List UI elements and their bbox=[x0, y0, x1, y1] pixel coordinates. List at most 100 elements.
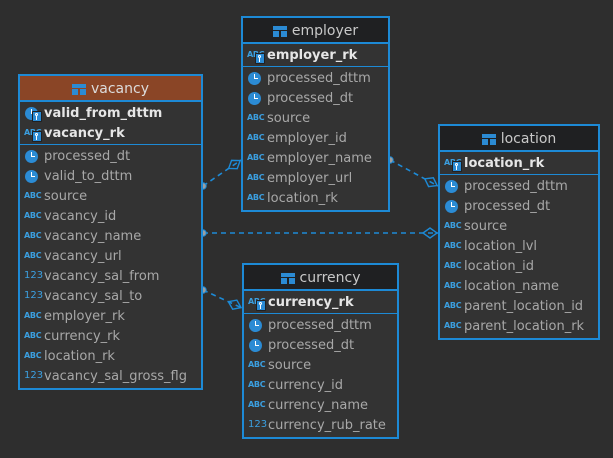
entity-vacancy[interactable]: vacancyvalid_from_dttmABCvacancy_rkproce… bbox=[18, 74, 203, 390]
column-processed_dttm[interactable]: processed_dttm bbox=[244, 315, 397, 335]
column-label: location_name bbox=[464, 278, 559, 294]
abc-type-icon: ABC bbox=[24, 231, 42, 240]
table-icon bbox=[72, 84, 86, 95]
relationship-vacancy-currency[interactable] bbox=[199, 286, 243, 312]
primary-key-badge-icon bbox=[32, 111, 42, 122]
column-label: vacancy_rk bbox=[44, 125, 125, 141]
column-processed_dttm[interactable]: processed_dttm bbox=[440, 176, 598, 196]
clock-type-icon bbox=[444, 198, 460, 214]
column-label: source bbox=[464, 218, 508, 234]
entity-currency[interactable]: currencyABCcurrency_rkprocessed_dttmproc… bbox=[242, 263, 399, 439]
column-label: processed_dt bbox=[44, 148, 131, 164]
column-label: vacancy_id bbox=[44, 208, 117, 224]
entity-header-employer[interactable]: employer bbox=[243, 18, 388, 44]
relationship-vacancy-employer[interactable] bbox=[199, 156, 243, 190]
relationship-vacancy-location[interactable] bbox=[199, 227, 439, 239]
entity-employer[interactable]: employerABCemployer_rk processed_dttmproc… bbox=[241, 16, 390, 212]
primary-key-badge-icon bbox=[32, 131, 42, 142]
entity-location[interactable]: locationABClocation_rk processed_dttmproc… bbox=[438, 124, 600, 340]
relationship-line bbox=[202, 159, 242, 187]
column-processed_dt[interactable]: processed_dt bbox=[244, 335, 397, 355]
column-processed_dttm[interactable]: processed_dttm bbox=[243, 68, 388, 88]
clock-type-icon bbox=[247, 90, 263, 106]
column-label: vacancy_sal_to bbox=[44, 288, 143, 304]
clock-type-icon bbox=[248, 317, 264, 333]
abc-type-icon: ABC bbox=[24, 211, 42, 220]
column-label: currency_rk bbox=[44, 328, 121, 344]
abc-type-icon: ABC bbox=[24, 191, 42, 200]
entity-header-location[interactable]: location bbox=[440, 126, 598, 152]
column-label: currency_name bbox=[268, 397, 369, 413]
table-icon bbox=[280, 273, 295, 284]
abc-type-icon: ABC bbox=[248, 360, 266, 369]
primary-key-badge-icon bbox=[255, 53, 265, 64]
abc-type-icon: ABC bbox=[24, 311, 42, 320]
column-processed_dt[interactable]: processed_dt bbox=[20, 146, 201, 166]
abc-type-icon: ABC bbox=[444, 241, 462, 250]
column-label: vacancy_url bbox=[44, 248, 122, 264]
column-label: source bbox=[267, 110, 311, 126]
entity-name: location bbox=[500, 131, 557, 147]
clock-face bbox=[25, 150, 38, 163]
relationship-line bbox=[202, 289, 243, 309]
column-label: parent_location_id bbox=[464, 298, 584, 314]
column-valid_to_dttm[interactable]: valid_to_dttm bbox=[20, 166, 201, 186]
column-processed_dt[interactable]: processed_dt bbox=[243, 88, 388, 108]
abc-type-icon: ABC bbox=[444, 301, 462, 310]
column-processed_dt[interactable]: processed_dt bbox=[440, 196, 598, 216]
column-label: source bbox=[44, 188, 88, 204]
abc-type-icon: ABC bbox=[247, 133, 265, 142]
abc-type-icon: ABC bbox=[444, 281, 462, 290]
clock-face bbox=[445, 180, 458, 193]
primary-key-section: valid_from_dttmABCvacancy_rk bbox=[20, 102, 201, 145]
123-type-icon: 123 bbox=[24, 370, 44, 381]
abc-type-icon: ABC bbox=[444, 261, 462, 270]
column-label: currency_rk bbox=[268, 294, 354, 310]
abc-type-icon: ABC bbox=[248, 294, 266, 311]
column-label: employer_rk bbox=[44, 308, 125, 324]
clock-face bbox=[249, 319, 262, 332]
123-type-icon: 123 bbox=[24, 290, 44, 301]
column-label: currency_rub_rate bbox=[268, 417, 386, 433]
relationship-target-diamond bbox=[421, 227, 439, 239]
abc-type-icon: ABC bbox=[247, 193, 265, 202]
column-label: location_lvl bbox=[464, 238, 537, 254]
entity-header-currency[interactable]: currency bbox=[244, 265, 397, 291]
column-valid_from_dttm[interactable]: valid_from_dttm bbox=[20, 103, 201, 123]
table-icon bbox=[481, 134, 496, 145]
relationship-employer-location[interactable] bbox=[386, 156, 440, 190]
entity-header-vacancy[interactable]: vacancy bbox=[20, 76, 201, 102]
